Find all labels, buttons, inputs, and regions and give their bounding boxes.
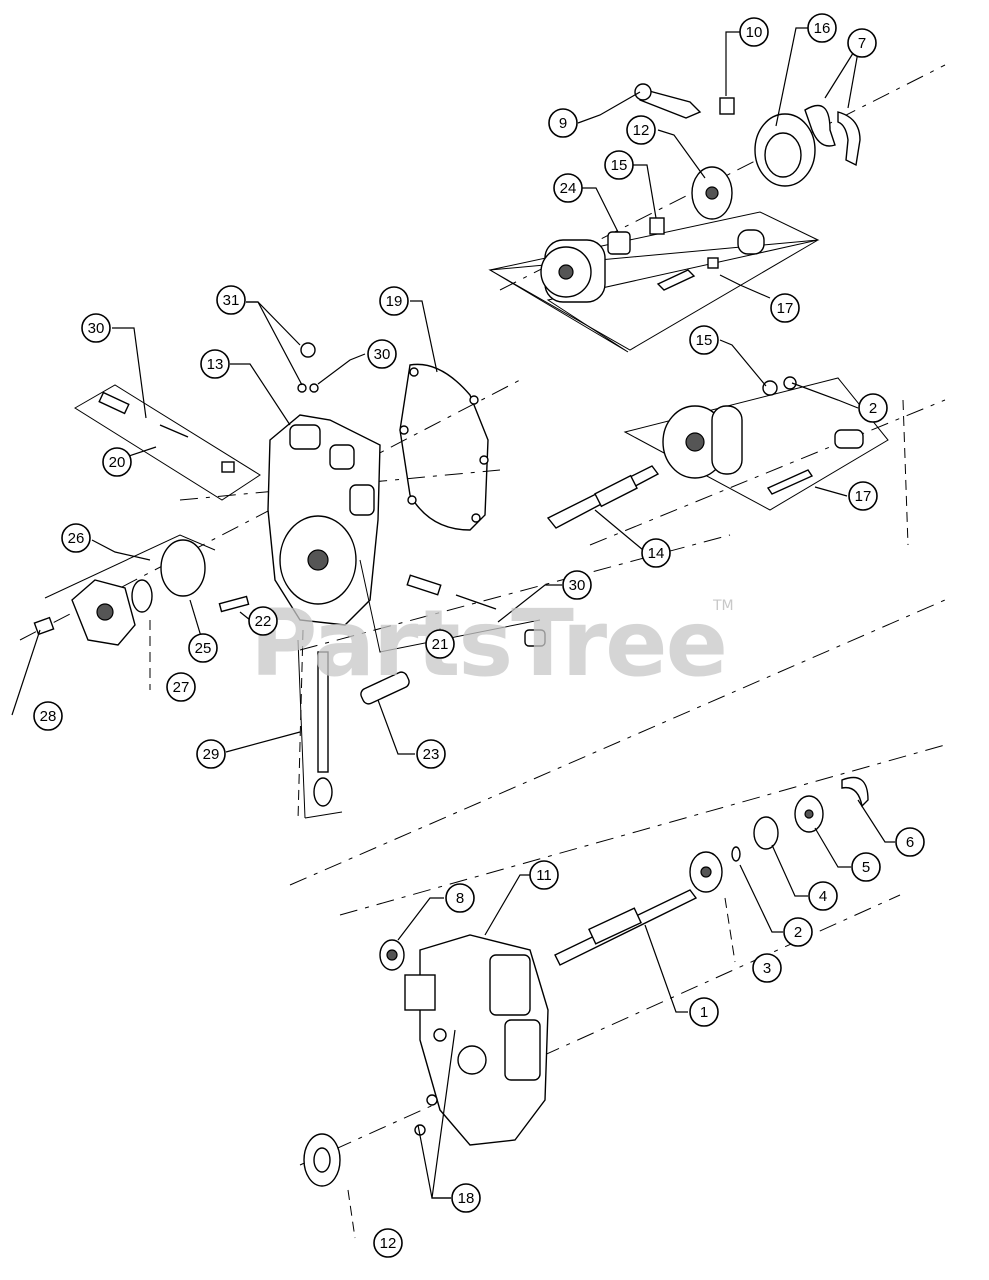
svg-text:1: 1 [700, 1004, 708, 1021]
callout-8: 8 [445, 883, 475, 913]
svg-text:13: 13 [207, 356, 224, 373]
svg-text:23: 23 [423, 746, 440, 763]
svg-text:19: 19 [386, 293, 403, 310]
callout-15-upper: 15 [604, 150, 634, 180]
callout-29: 29 [196, 739, 226, 769]
svg-text:30: 30 [569, 577, 586, 594]
callout-15-lower: 15 [689, 325, 719, 355]
svg-text:14: 14 [648, 545, 665, 562]
pin-22 [218, 595, 250, 613]
shaft-1-stack [554, 776, 869, 966]
callout-7: 7 [847, 28, 877, 58]
svg-text:15: 15 [611, 157, 628, 174]
watermark-tm: TM [712, 598, 734, 614]
callout-24: 24 [553, 173, 583, 203]
callouts: 10 16 7 9 12 15 24 17 31 19 30 13 30 15 … [33, 13, 925, 1258]
svg-text:9: 9 [559, 115, 567, 132]
svg-text:6: 6 [906, 834, 914, 851]
svg-text:17: 17 [855, 488, 872, 505]
pump-lower-group [623, 376, 889, 511]
fitting-23 [360, 671, 410, 705]
svg-text:28: 28 [40, 708, 57, 725]
callout-20: 20 [102, 447, 132, 477]
control-arm [634, 83, 735, 119]
svg-text:29: 29 [203, 746, 220, 763]
svg-text:3: 3 [763, 960, 771, 977]
callout-4: 4 [808, 881, 838, 911]
callout-17-lower: 17 [848, 481, 878, 511]
watermark-text: PartsTree [250, 590, 726, 697]
svg-text:17: 17 [777, 300, 794, 317]
valve-20 [74, 384, 261, 501]
svg-text:30: 30 [88, 320, 105, 337]
svg-text:16: 16 [814, 20, 831, 37]
callout-31: 31 [216, 285, 246, 315]
seal-8 [379, 939, 405, 971]
svg-text:25: 25 [195, 640, 212, 657]
callout-2-lower: 2 [783, 917, 813, 947]
svg-text:7: 7 [858, 35, 866, 52]
callout-9: 9 [548, 108, 578, 138]
svg-text:12: 12 [633, 122, 650, 139]
bracket-and-springs [754, 104, 861, 187]
callout-12-upper: 12 [626, 115, 656, 145]
callout-27: 27 [166, 672, 196, 702]
callout-26: 26 [61, 523, 91, 553]
svg-text:31: 31 [223, 292, 240, 309]
svg-text:2: 2 [794, 924, 802, 941]
bearing-12-lower [303, 1133, 341, 1187]
callout-19: 19 [379, 286, 409, 316]
callout-11: 11 [529, 860, 559, 890]
svg-text:11: 11 [536, 867, 552, 884]
callout-10: 10 [739, 17, 769, 47]
svg-text:4: 4 [819, 888, 827, 905]
svg-text:2: 2 [869, 400, 877, 417]
gasket-19 [399, 363, 489, 531]
svg-text:26: 26 [68, 530, 85, 547]
callout-1: 1 [689, 997, 719, 1027]
callout-21: 21 [425, 629, 455, 659]
svg-text:8: 8 [456, 890, 464, 907]
svg-text:30: 30 [374, 346, 391, 363]
svg-text:22: 22 [255, 613, 272, 630]
cover-26 [33, 534, 216, 646]
leader-lines [11, 27, 895, 1199]
svg-text:24: 24 [560, 180, 577, 197]
callout-16: 16 [807, 13, 837, 43]
dashed-leaders [149, 399, 909, 1239]
svg-text:5: 5 [862, 859, 870, 876]
callout-3: 3 [752, 953, 782, 983]
callout-12-lower: 12 [373, 1228, 403, 1258]
callout-17-upper: 17 [770, 293, 800, 323]
svg-text:20: 20 [109, 454, 126, 471]
svg-text:15: 15 [696, 332, 713, 349]
callout-25: 25 [188, 633, 218, 663]
callout-6: 6 [895, 827, 925, 857]
callout-2-upper: 2 [858, 393, 888, 423]
main-housing-11 [404, 934, 549, 1146]
svg-text:27: 27 [173, 679, 190, 696]
callout-18: 18 [451, 1183, 481, 1213]
callout-5: 5 [851, 852, 881, 882]
callout-28: 28 [33, 701, 63, 731]
svg-text:12: 12 [380, 1235, 397, 1252]
callout-30-b: 30 [367, 339, 397, 369]
svg-text:18: 18 [458, 1190, 475, 1207]
callout-13: 13 [200, 349, 230, 379]
rod-29 [297, 639, 343, 819]
callout-30-a: 30 [81, 313, 111, 343]
svg-text:10: 10 [746, 24, 763, 41]
shaft-14 [546, 465, 660, 529]
center-block-13 [267, 342, 381, 626]
callout-14: 14 [641, 538, 671, 568]
valve-21 [359, 559, 546, 653]
callout-22: 22 [248, 606, 278, 636]
svg-text:21: 21 [432, 636, 449, 653]
pump-upper-group [488, 166, 820, 353]
callout-23: 23 [416, 739, 446, 769]
callout-30-c: 30 [562, 570, 592, 600]
